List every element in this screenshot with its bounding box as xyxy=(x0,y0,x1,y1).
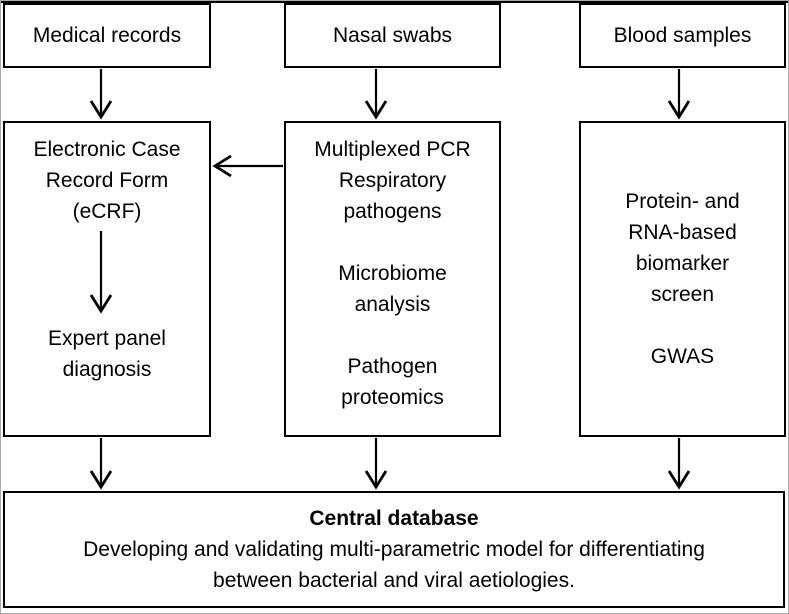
box-blood-analyses: Protein- and RNA-based biomarker screen … xyxy=(579,121,786,437)
box-ecrf: Electronic Case Record Form (eCRF) Exper… xyxy=(3,121,211,437)
central-database-title: Central database xyxy=(309,507,479,530)
box-medical-records: Medical records xyxy=(3,3,211,68)
medical-records-label: Medical records xyxy=(32,24,182,47)
nasal-swabs-label: Nasal swabs xyxy=(332,24,453,47)
figure-top-border xyxy=(1,1,788,3)
blood-samples-label: Blood samples xyxy=(613,24,752,47)
box-nasal-analyses: Multiplexed PCR Respiratory pathogens Mi… xyxy=(284,121,501,437)
expert-panel-diagnosis-label: Expert panel diagnosis xyxy=(48,327,166,381)
nasal-analyses-label: Multiplexed PCR Respiratory pathogens Mi… xyxy=(314,137,471,409)
central-database-description: Developing and validating multi-parametr… xyxy=(83,538,705,592)
box-nasal-swabs: Nasal swabs xyxy=(284,3,501,68)
ecrf-label: Electronic Case Record Form (eCRF) xyxy=(33,138,181,223)
box-central-database: Central database Developing and validati… xyxy=(3,491,785,608)
blood-analyses-label: Protein- and RNA-based biomarker screen … xyxy=(625,190,740,368)
box-blood-samples: Blood samples xyxy=(579,3,786,68)
